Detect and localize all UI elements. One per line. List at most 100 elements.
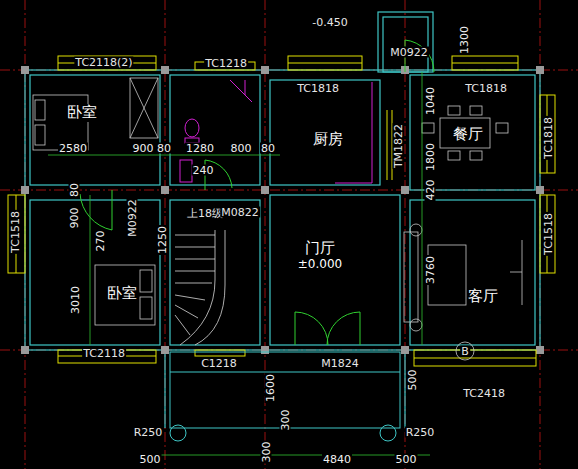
dimension-line <box>422 72 423 345</box>
column <box>21 186 29 194</box>
annotation-text: TC1218 <box>204 58 248 69</box>
dimension-line <box>140 455 430 456</box>
dimension-text: 800 <box>230 143 253 154</box>
column <box>261 66 269 74</box>
stair <box>175 315 190 335</box>
window <box>58 56 156 70</box>
wall <box>30 75 160 185</box>
stair <box>175 235 215 236</box>
dimension-text: R250 <box>133 427 164 438</box>
window <box>195 350 245 356</box>
porch <box>170 425 186 441</box>
porch <box>170 352 400 441</box>
column <box>261 186 269 194</box>
dimension-text: 500 <box>139 454 162 465</box>
elevation-mark: ±0.000 <box>297 258 343 272</box>
annotation-text: B <box>460 346 470 357</box>
dimension-text: 3010 <box>70 285 81 315</box>
dimension-text: 1600 <box>265 373 276 403</box>
dimension-text: R250 <box>405 427 436 438</box>
dimension-text: 300 <box>280 409 291 432</box>
annotation-text: 上18级 <box>186 208 224 219</box>
column <box>536 186 544 194</box>
wall <box>170 75 260 185</box>
porch <box>170 372 400 373</box>
column <box>161 66 169 74</box>
window <box>540 95 555 173</box>
furniture <box>95 265 155 325</box>
sanitary-fixture <box>185 119 199 137</box>
room-label: 门厅±0.000 <box>294 238 346 273</box>
wall <box>170 200 260 345</box>
furniture <box>410 224 422 236</box>
dimension-text: 900 <box>69 207 80 230</box>
room-name: 卧室 <box>106 285 138 302</box>
room-label: 卧室 <box>63 102 101 123</box>
annotation-text: TC2418 <box>462 388 506 399</box>
stair <box>175 305 198 318</box>
window <box>540 195 555 273</box>
wall <box>164 350 165 428</box>
porch <box>380 425 396 441</box>
annotation-text: TC1518 <box>10 210 21 254</box>
dimension-text: 900 <box>132 143 155 154</box>
wall <box>410 75 535 190</box>
annotation-text: TC2118(2) <box>74 57 133 68</box>
room-name: 餐厅 <box>452 126 484 143</box>
window <box>8 56 555 366</box>
window <box>452 56 518 70</box>
dimension-text: 80 <box>69 182 80 198</box>
annotation-text: M0922 <box>127 198 138 238</box>
window <box>414 350 536 366</box>
furniture <box>35 125 45 145</box>
furniture <box>522 240 523 305</box>
stair <box>175 247 215 248</box>
room-name: 门厅 <box>297 240 343 257</box>
dimension-line <box>48 72 430 455</box>
sanitary-fixture <box>180 160 192 182</box>
dimension-text: 270 <box>95 230 106 253</box>
wall <box>25 70 540 350</box>
annotation-text: -0.450 <box>311 17 348 28</box>
furniture <box>130 78 158 138</box>
dimension-text: 420 <box>425 179 436 202</box>
dimension-text: 1280 <box>185 143 215 154</box>
column <box>536 346 544 354</box>
dimension-line <box>48 155 280 156</box>
annotation-text: TC1518 <box>543 212 554 256</box>
window <box>387 110 388 180</box>
room-name: 厨房 <box>312 131 344 148</box>
furniture <box>470 151 482 160</box>
column <box>401 186 409 194</box>
furniture <box>440 118 490 148</box>
dimension-text: 500 <box>395 454 418 465</box>
wall <box>410 200 535 345</box>
dimension-text: 1040 <box>425 86 436 116</box>
window <box>288 63 362 64</box>
column <box>21 66 29 74</box>
annotation-text: M0922 <box>389 47 429 58</box>
dimension-text: 240 <box>192 165 215 176</box>
dimension-text: 2580 <box>58 143 88 154</box>
furniture <box>130 78 158 138</box>
stair <box>180 280 215 345</box>
sanitary-fixture <box>180 80 372 183</box>
annotation-text: M0822 <box>220 207 260 218</box>
room-name: 卧室 <box>66 104 98 121</box>
column <box>161 346 169 354</box>
dimension-text: 80 <box>260 143 276 154</box>
annotation-text: TM1822 <box>393 123 404 169</box>
dimension-text: 4840 <box>322 454 352 465</box>
annotation-text: TC1818 <box>543 116 554 160</box>
dimension-text: 3760 <box>425 255 436 285</box>
stair <box>175 283 212 284</box>
room-label: 厨房 <box>309 129 347 150</box>
column <box>536 66 544 74</box>
column <box>161 186 169 194</box>
furniture <box>33 78 522 360</box>
window <box>452 63 518 64</box>
door-swing <box>80 190 112 230</box>
